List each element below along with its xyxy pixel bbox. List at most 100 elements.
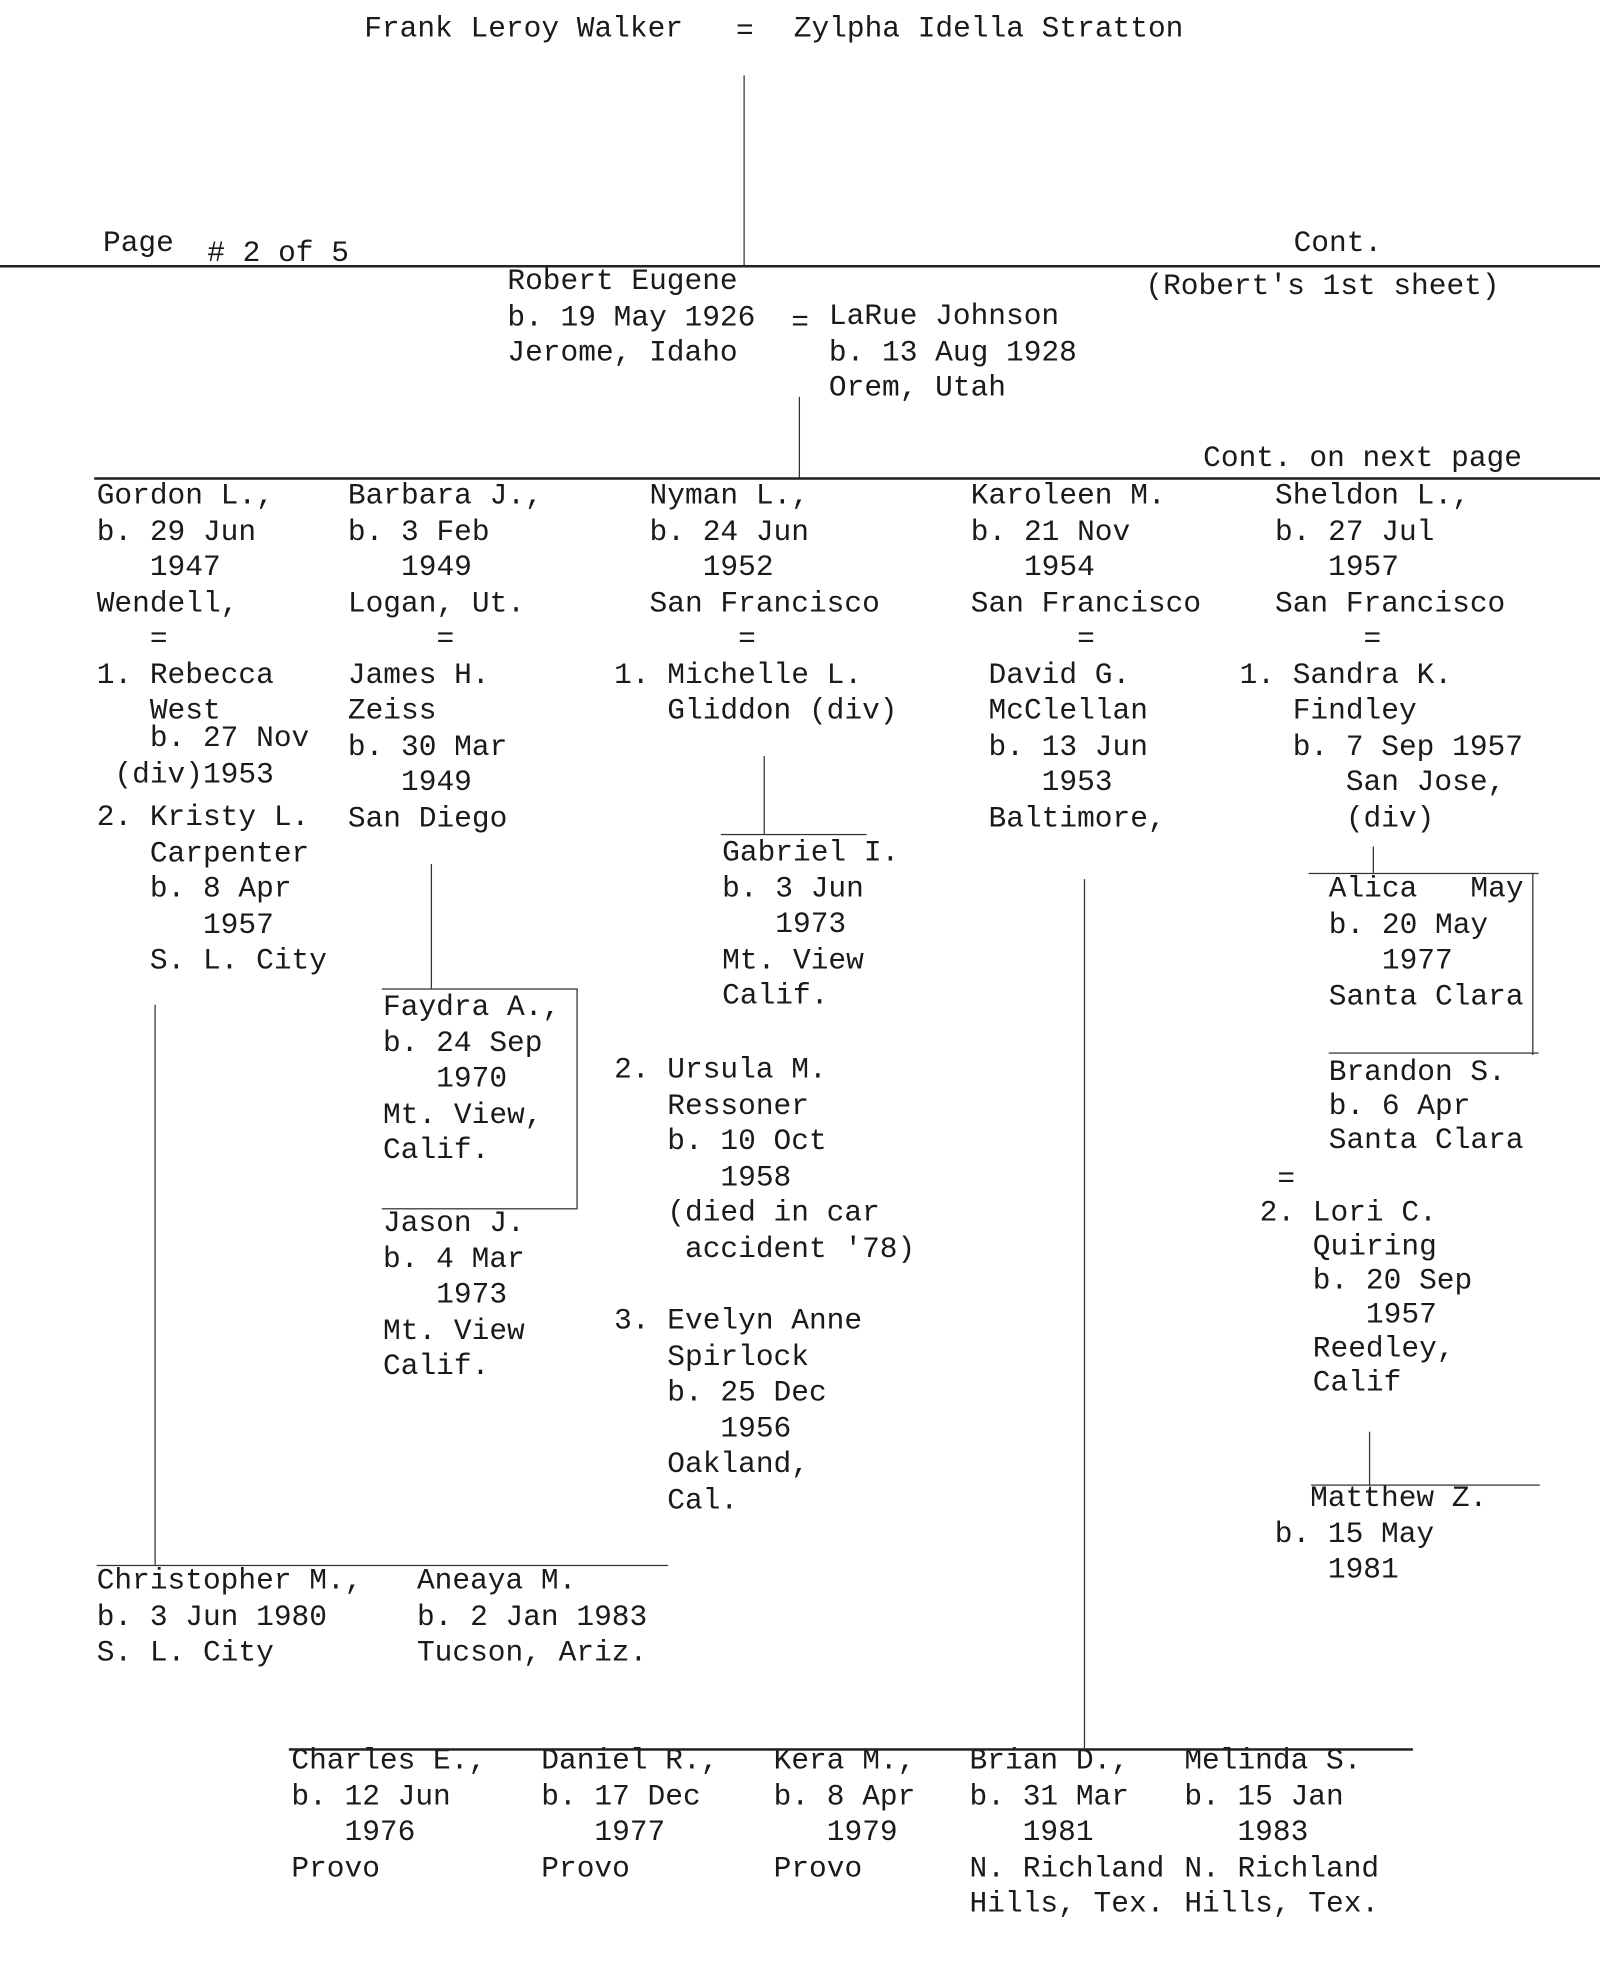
text-line: 1981 (1274, 1553, 1399, 1588)
text-line: 2. Ursula M. (614, 1053, 827, 1088)
text-line: S. L. City (96, 944, 327, 979)
text-line: = (970, 622, 1095, 657)
tree-line (576, 988, 578, 1209)
text-line: = (96, 622, 168, 657)
text-line: McClellan (970, 694, 1148, 729)
text-line: Santa Clara (1328, 1124, 1524, 1158)
text-line: Gliddon (div) (614, 694, 898, 729)
text-line: 1949 (347, 766, 472, 801)
text-line: b. 19 May 1926 (507, 300, 756, 335)
text-line: b. 8 Apr (96, 872, 292, 907)
text-line: Karoleen M. (970, 479, 1166, 514)
tree-line (154, 1004, 156, 1565)
text-line: Mt. View, (383, 1098, 543, 1133)
text-line: b. 30 Mar (347, 730, 508, 765)
text-line: 1973 (383, 1278, 508, 1313)
text-line: b. 2 Jan 1983 (416, 1600, 648, 1635)
text-line: 1. Rebecca (96, 658, 274, 693)
text-line: Mt. View (722, 943, 864, 978)
text-line: (div)1953 (96, 757, 274, 792)
text-line: Provo (291, 1851, 380, 1886)
text-line: = (791, 306, 809, 341)
text-line: S. L. City (96, 1636, 274, 1671)
text-line: Ressoner (614, 1089, 809, 1124)
text-line: 1947 (96, 551, 221, 586)
text-line: b. 27 Nov (96, 722, 310, 757)
text-line: b. 17 Dec (541, 1780, 701, 1815)
tree-line (381, 1208, 578, 1210)
text-line: Carpenter (96, 837, 310, 871)
text-line: 1977 (1328, 944, 1453, 979)
text-line: b. 21 Nov (970, 515, 1131, 550)
text-line: San Francisco (970, 587, 1202, 622)
page-label: Page (102, 227, 174, 262)
text-line: b. 13 Jun (970, 730, 1148, 765)
text-line: Gabriel I. (722, 836, 900, 871)
text-line: Provo (773, 1851, 863, 1886)
text-line: Calif. (383, 1350, 490, 1385)
text-line: 1979 (773, 1816, 898, 1850)
text-line: b. 20 Sep (1259, 1264, 1473, 1299)
text-line: 1977 (541, 1816, 666, 1850)
text-line: 1953 (970, 766, 1113, 801)
tree-line (381, 988, 578, 990)
text-line: Jerome, Idaho (507, 336, 738, 371)
text-line: Christopher M., (96, 1564, 363, 1599)
tree-line (1308, 872, 1539, 875)
text-line: West (96, 694, 221, 729)
text-line: Orem, Utah (828, 371, 1007, 406)
text-line: b. 3 Jun 1980 (96, 1600, 327, 1635)
text-line: San Jose, (1239, 766, 1506, 801)
text-line: b. 3 Feb (347, 515, 490, 550)
text-line: Wendell, (96, 587, 239, 622)
text-line: accident '78) (614, 1232, 916, 1267)
text-line: Alica May (1328, 872, 1524, 907)
text-line: 1. Michelle L. (614, 658, 863, 693)
tree-line (1372, 846, 1374, 873)
tree-line (1368, 1431, 1371, 1485)
text-line: 2. Kristy L. (96, 801, 310, 836)
tree-line (743, 75, 745, 267)
text-line: b. 6 Apr (1328, 1090, 1471, 1125)
text-line: 2. Lori C. (1259, 1196, 1437, 1231)
text-line: Calif. (383, 1134, 490, 1168)
tree-line (288, 1748, 1413, 1751)
person-lori: =2. Lori C. Quiring b. 20 Sep 1957 Reedl… (1260, 1163, 1473, 1400)
text-line: b. 24 Jun (614, 515, 809, 550)
text-line: b. 20 May (1328, 908, 1489, 943)
person-kristy: 2. Kristy L. Carpenter b. 8 Apr 1957 S. … (97, 801, 327, 980)
text-line: Calif. (722, 979, 829, 1014)
text-line: Zeiss (347, 694, 437, 729)
tree-line (720, 833, 867, 836)
text-line: Gordon L., (96, 479, 274, 514)
tree-line (1083, 879, 1086, 1749)
marriage-symbol: = (735, 15, 754, 49)
text-line: San Francisco (1239, 587, 1506, 622)
text-line: Spirlock (614, 1340, 809, 1375)
text-line: Barbara J., (347, 479, 543, 514)
text-line: Mt. View (383, 1314, 525, 1349)
text-line: San Diego (347, 801, 508, 836)
tree-line (798, 396, 801, 479)
text-line: b. 12 Jun (291, 1780, 451, 1815)
tree-line (96, 1564, 669, 1567)
text-line: = (347, 622, 455, 657)
tree-line (1311, 1484, 1540, 1486)
text-line: 1957 (1239, 551, 1399, 586)
children-line (94, 477, 1600, 480)
text-line: 1957 (96, 908, 274, 943)
text-line: Nyman L., (614, 479, 809, 514)
text-line: 3. Evelyn Anne (614, 1304, 863, 1339)
text-line: Brandon S. (1328, 1056, 1506, 1091)
tree-line (1532, 872, 1534, 1055)
text-line: Robert Eugene (507, 264, 738, 299)
